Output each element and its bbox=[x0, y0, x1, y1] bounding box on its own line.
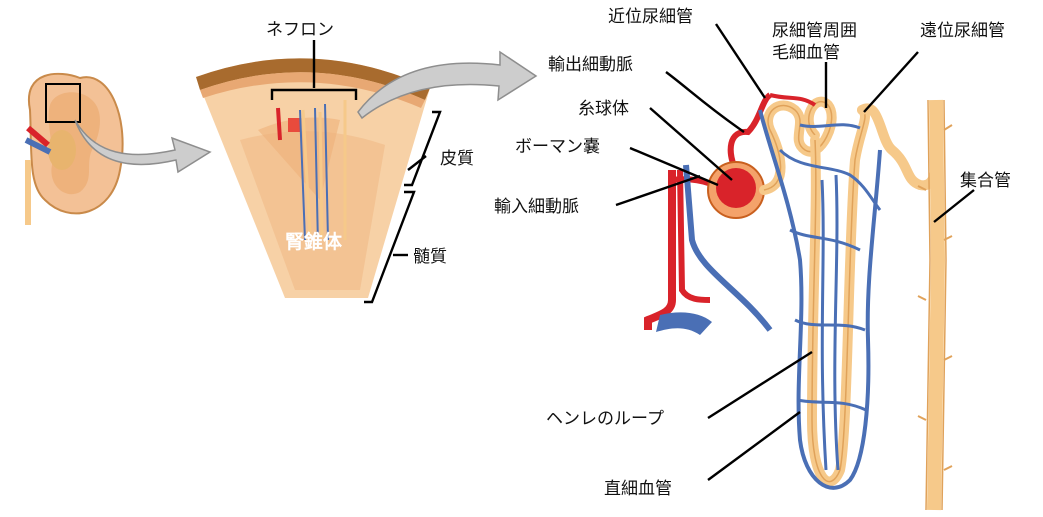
label-efferent-arteriole: 輸出細動脈 bbox=[548, 55, 633, 75]
label-nephron: ネフロン bbox=[266, 20, 334, 40]
glomerulus bbox=[716, 168, 756, 208]
label-loop-of-henle: ヘンレのループ bbox=[546, 409, 664, 429]
zoom-box bbox=[45, 83, 81, 123]
collecting-duct bbox=[917, 99, 953, 511]
nephron-bracket bbox=[270, 40, 358, 100]
mini-nephron bbox=[276, 100, 347, 246]
renal-pyramid-wedge bbox=[196, 58, 430, 298]
zoom-arrow-2 bbox=[357, 50, 538, 120]
leader-lines bbox=[615, 23, 975, 481]
label-peritubular-capillaries-2: 毛細血管 bbox=[772, 43, 840, 63]
label-glomerulus: 糸球体 bbox=[578, 99, 629, 119]
cortex-medulla-brackets bbox=[364, 110, 442, 304]
label-afferent-arteriole: 輸入細動脈 bbox=[494, 197, 579, 217]
zoom-arrow-1 bbox=[74, 119, 212, 174]
label-medulla: 髄質 bbox=[413, 247, 447, 267]
label-distal-tubule: 遠位尿細管 bbox=[920, 21, 1005, 41]
label-collecting-duct: 集合管 bbox=[960, 171, 1011, 191]
label-renal-pyramid: 腎錐体 bbox=[285, 230, 343, 253]
kidney-cross-section bbox=[24, 72, 124, 225]
label-proximal-tubule: 近位尿細管 bbox=[608, 7, 693, 27]
label-cortex: 皮質 bbox=[440, 149, 474, 169]
label-vasa-recta: 直細血管 bbox=[604, 479, 672, 499]
nephron-detail bbox=[644, 92, 953, 511]
label-bowmans-capsule: ボーマン嚢 bbox=[515, 137, 600, 157]
label-peritubular-capillaries-1: 尿細管周囲 bbox=[772, 21, 857, 41]
